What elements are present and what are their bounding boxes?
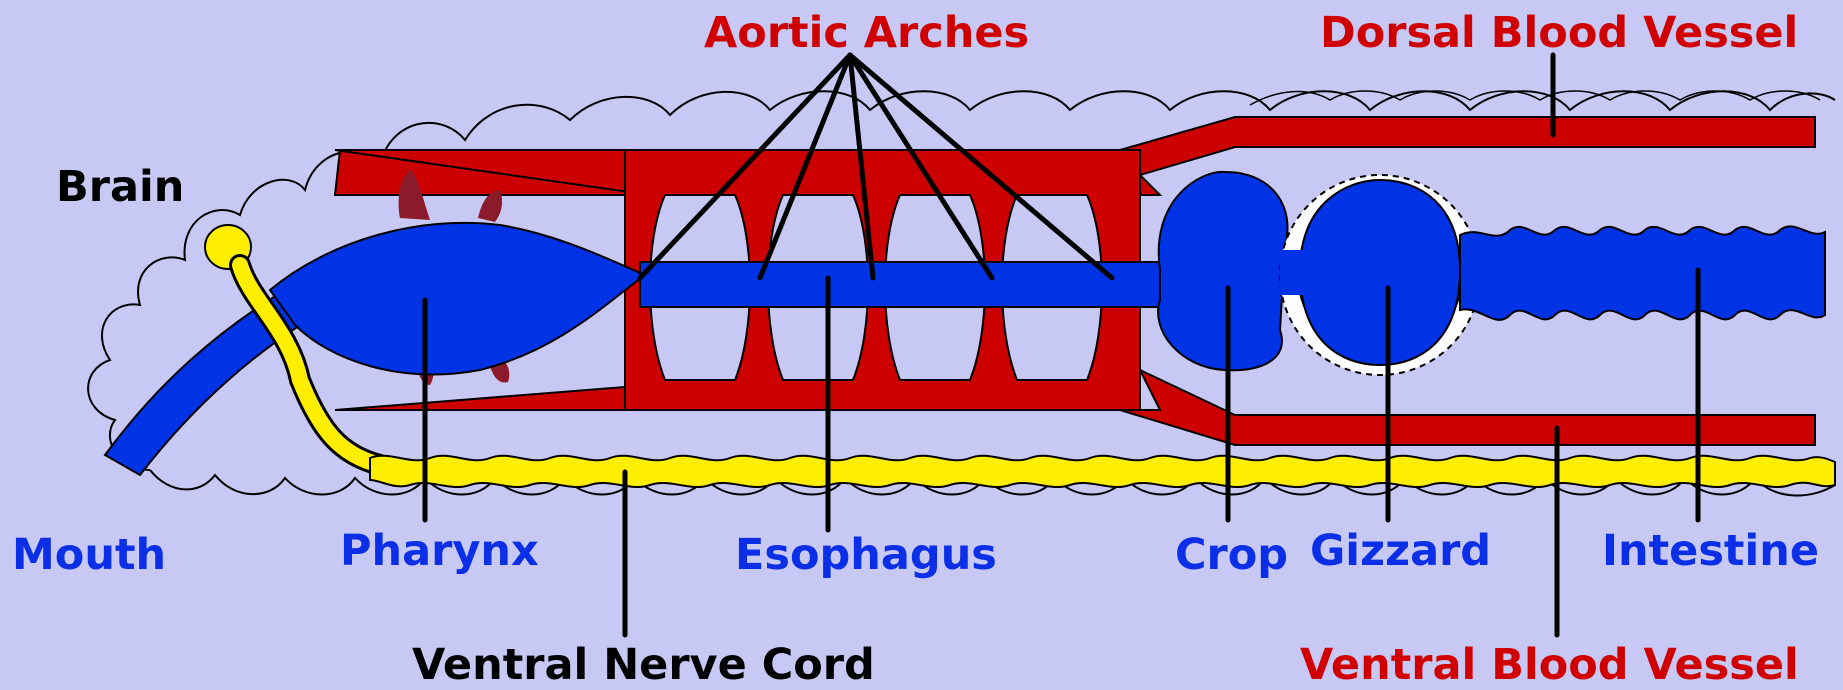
label-dorsal-blood-vessel: Dorsal Blood Vessel: [1320, 12, 1798, 55]
body-inner-wave: [1250, 91, 1820, 105]
gizzard-body: [1300, 180, 1460, 365]
label-aortic-arches: Aortic Arches: [704, 12, 1029, 55]
label-pharynx: Pharynx: [340, 530, 539, 573]
label-ventral-nerve-cord: Ventral Nerve Cord: [412, 644, 875, 687]
label-gizzard: Gizzard: [1310, 530, 1491, 573]
pharynx-body: [270, 223, 645, 375]
crop-body: [1158, 172, 1287, 370]
esophagus-tube: [640, 262, 1160, 307]
label-brain: Brain: [56, 166, 184, 209]
label-crop: Crop: [1175, 534, 1288, 577]
label-esophagus: Esophagus: [735, 534, 997, 577]
label-intestine: Intestine: [1602, 530, 1819, 573]
crop-gizzard-neck: [1280, 250, 1305, 295]
label-mouth: Mouth: [12, 534, 166, 577]
ventral-nerve-cord: [370, 456, 1835, 487]
label-ventral-blood-vessel: Ventral Blood Vessel: [1300, 644, 1799, 687]
intestine-tube: [1460, 226, 1825, 320]
